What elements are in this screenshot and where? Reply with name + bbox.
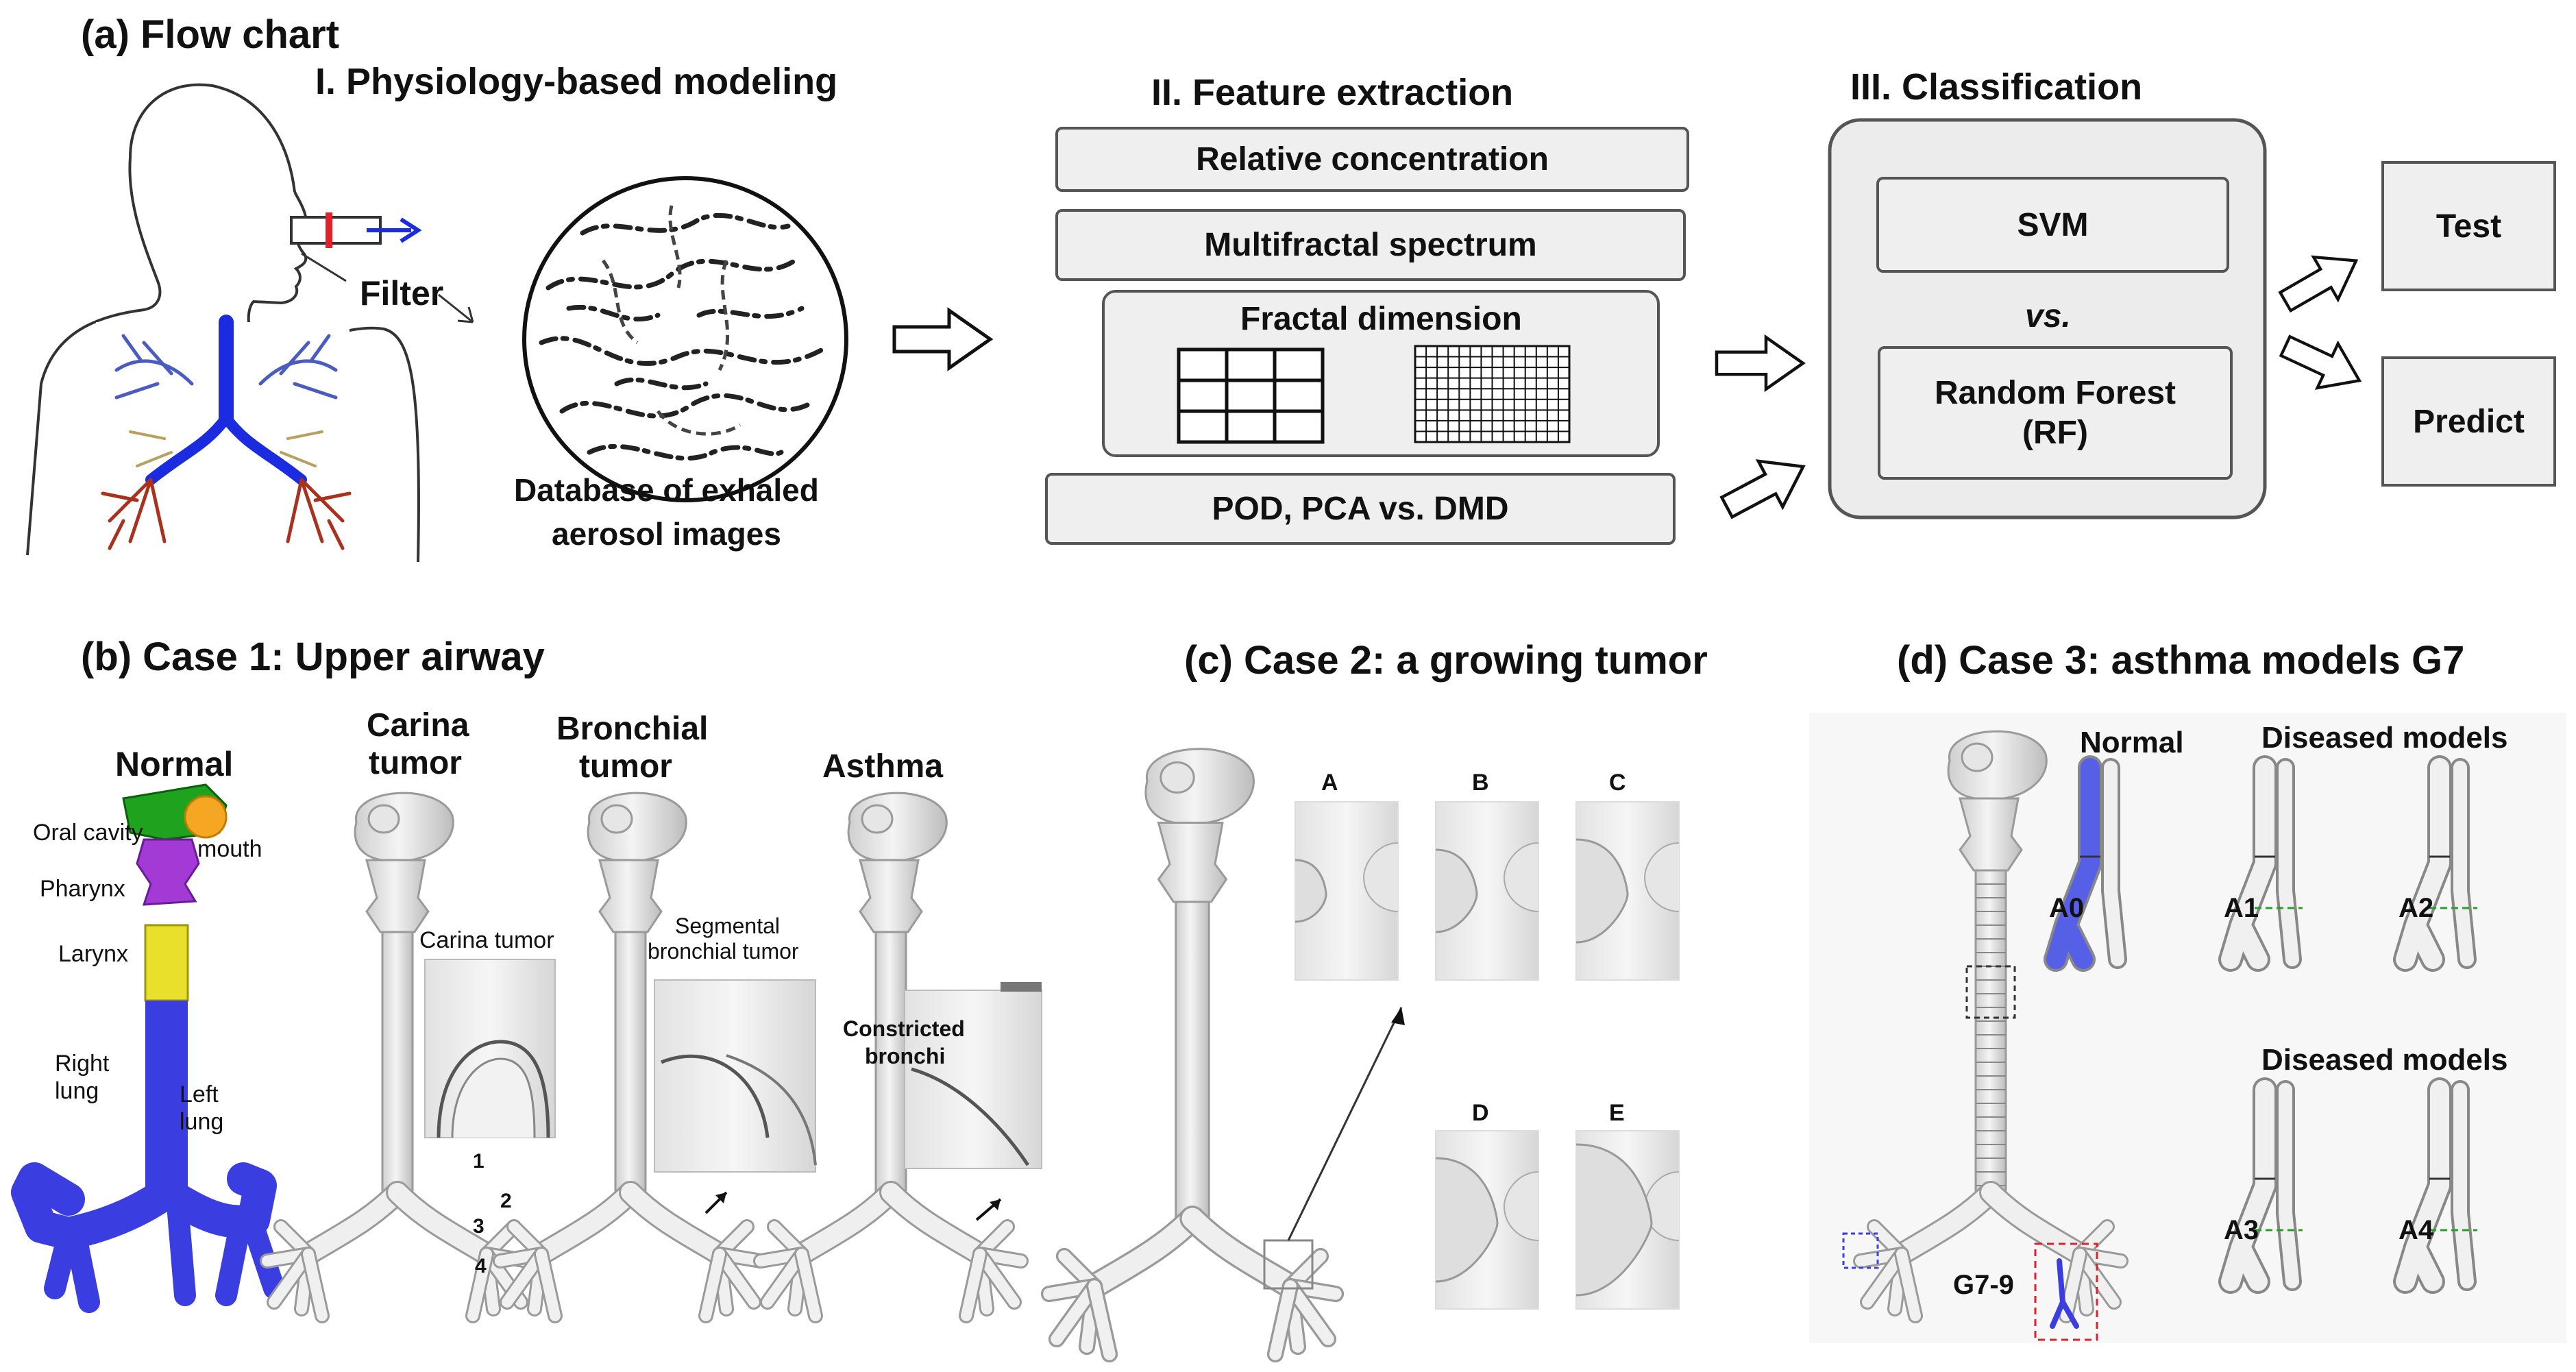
carina-tumor-title-1: Carina	[367, 707, 469, 744]
relative-concentration-box: Relative concentration	[1055, 127, 1689, 192]
fine-grid	[1414, 345, 1571, 443]
bronchial-tumor-title-1: Bronchial	[556, 711, 709, 747]
branch-number-3: 3	[473, 1215, 484, 1238]
panel-b-title: (b) Case 1: Upper airway	[81, 635, 545, 679]
segmental-label-1: Segmental	[675, 914, 780, 938]
left-lung-label-1: Left	[180, 1081, 219, 1107]
stage-3-title: III. Classification	[1850, 66, 2143, 108]
mouthpiece-filter	[290, 212, 474, 323]
model-a4-label: A4	[2399, 1215, 2434, 1245]
g7-9-label: G7-9	[1953, 1270, 2014, 1300]
panel-c-insets	[1040, 748, 1680, 1363]
predict-box: Predict	[2381, 356, 2556, 487]
segmental-label-2: bronchial tumor	[648, 939, 799, 964]
filter-label: Filter	[360, 274, 444, 313]
normal-label: Normal	[115, 745, 234, 783]
panel-d-graphics	[1809, 713, 2566, 1343]
right-lung-label-2: lung	[55, 1078, 99, 1104]
branch-number-2: 2	[500, 1190, 512, 1212]
diseased-models-label-bottom: Diseased models	[2261, 1043, 2508, 1077]
multifractal-spectrum-box: Multifractal spectrum	[1055, 209, 1686, 281]
branch-number-4: 4	[475, 1255, 487, 1277]
aerosol-image	[522, 176, 848, 502]
tumor-stage-C: C	[1609, 770, 1626, 796]
constricted-label-2: bronchi	[865, 1044, 946, 1068]
random-forest-line1: Random Forest	[1934, 374, 2176, 411]
panel-c-title: (c) Case 2: a growing tumor	[1184, 638, 1708, 683]
tumor-stage-B: B	[1472, 770, 1489, 796]
human-silhouette	[26, 83, 420, 563]
coarse-grid	[1177, 347, 1325, 444]
random-forest-box: Random Forest (RF)	[1878, 346, 2233, 480]
bronchial-tumor-title-2: tumor	[579, 748, 672, 785]
model-a2-label: A2	[2399, 893, 2434, 923]
svm-box: SVM	[1876, 177, 2229, 273]
diseased-models-label-top: Diseased models	[2261, 721, 2508, 755]
model-a3-label: A3	[2224, 1215, 2259, 1245]
normal-model-label: Normal	[2080, 726, 2184, 759]
vs-label: vs.	[2025, 298, 2071, 334]
oral-cavity-label: Oral cavity	[33, 820, 143, 846]
stage-2-title: II. Feature extraction	[1151, 72, 1514, 113]
pharynx-label: Pharynx	[40, 876, 125, 902]
lung-tree	[96, 315, 352, 550]
fractal-dimension-label: Fractal dimension	[1240, 301, 1522, 337]
panel-d-title: (d) Case 3: asthma models G7	[1897, 638, 2465, 683]
model-a1-label: A1	[2224, 893, 2259, 923]
carina-tumor-detail-label: Carina tumor	[419, 927, 554, 953]
panel-b-insets	[424, 959, 1042, 1173]
branch-number-1: 1	[473, 1150, 484, 1173]
mouth-label: mouth	[197, 836, 262, 862]
tumor-stage-A: A	[1321, 770, 1338, 796]
stage-1-title: I. Physiology-based modeling	[315, 61, 838, 102]
constricted-label-1: Constricted	[843, 1016, 965, 1041]
random-forest-line2: (RF)	[2022, 414, 2088, 451]
tumor-stage-E: E	[1609, 1100, 1625, 1126]
model-a0-label: A0	[2049, 893, 2085, 923]
pod-pca-dmd-box: POD, PCA vs. DMD	[1045, 473, 1676, 545]
right-lung-label-1: Right	[55, 1051, 110, 1077]
normal-airway-model	[11, 783, 285, 1313]
carina-tumor-title-2: tumor	[369, 745, 462, 781]
tumor-stage-D: D	[1472, 1100, 1489, 1126]
asthma-title: Asthma	[822, 748, 944, 785]
test-box: Test	[2381, 161, 2556, 291]
panel-a-title: (a) Flow chart	[81, 12, 340, 57]
left-lung-label-2: lung	[180, 1109, 224, 1135]
database-label-line2: aerosol images	[552, 516, 781, 552]
larynx-label: Larynx	[58, 941, 129, 967]
database-label-line1: Database of exhaled	[514, 472, 819, 508]
